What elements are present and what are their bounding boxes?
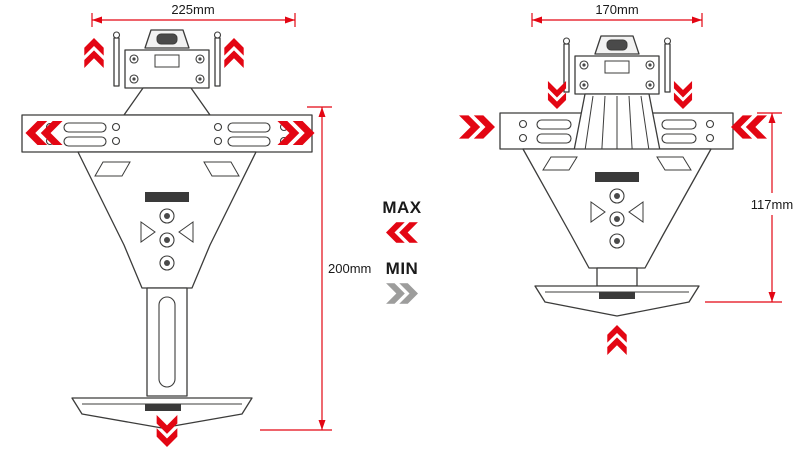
clamp-insert	[606, 39, 628, 51]
chevron-double-down-icon	[547, 81, 567, 109]
mount-bracket-max	[112, 29, 222, 116]
extension-arm	[146, 287, 188, 397]
dimension-height-max: 200mm	[260, 106, 371, 431]
bracket-rod-right	[664, 43, 671, 93]
dimension-width-max-label: 225mm	[171, 2, 214, 17]
brand-logo-bar	[595, 172, 639, 182]
arm-slot	[158, 296, 176, 388]
chevron-double-up-icon	[607, 325, 627, 355]
dimension-height-min: 117mm	[705, 112, 793, 303]
dimension-width-min: 170mm	[531, 2, 703, 27]
splash-guard-max	[71, 397, 253, 429]
figure-min-retracted: 170mm	[459, 2, 793, 355]
splash-guard-body	[534, 285, 700, 317]
splash-guard-min	[534, 267, 700, 317]
chevron-double-right-icon	[459, 115, 495, 139]
legend-min-label: MIN	[385, 259, 419, 278]
brand-logo-bar-foot	[599, 292, 635, 299]
arm-stub	[596, 267, 638, 287]
chevron-double-left-icon	[386, 222, 418, 243]
chevron-double-up-icon	[84, 38, 104, 68]
bracket-rod-right	[214, 37, 221, 87]
legend-max: MAX	[382, 198, 421, 243]
dimension-height-max-label: 200mm	[328, 261, 371, 276]
clamp-insert	[156, 33, 178, 45]
crossbar-body	[21, 114, 313, 153]
mount-plate	[124, 49, 210, 89]
brand-logo-bar	[145, 192, 189, 202]
figure-max-extended: 225mm	[21, 2, 371, 447]
mount-bracket-min	[562, 35, 672, 95]
shield-body	[522, 148, 712, 269]
chevron-double-down-icon	[673, 81, 693, 109]
legend-max-label: MAX	[382, 198, 422, 217]
legend-min: MIN	[386, 259, 419, 304]
chevron-double-up-icon	[224, 38, 244, 68]
chevron-double-left-icon	[731, 115, 767, 139]
mount-plate	[574, 55, 660, 95]
bracket-rod-left	[113, 37, 120, 87]
plate-shield-max	[77, 151, 257, 289]
dimension-width-max: 225mm	[91, 2, 296, 27]
chevron-double-right-icon	[385, 283, 418, 304]
dimension-height-min-label: 117mm	[751, 197, 793, 212]
bracket-neck	[123, 87, 211, 116]
splash-guard-body	[71, 397, 253, 429]
legend: MAX MIN	[362, 198, 442, 304]
brand-logo-bar-foot	[145, 404, 181, 411]
plate-shield-min	[522, 148, 712, 269]
dimension-width-min-label: 170mm	[595, 2, 638, 17]
crossbar-max	[21, 114, 313, 153]
